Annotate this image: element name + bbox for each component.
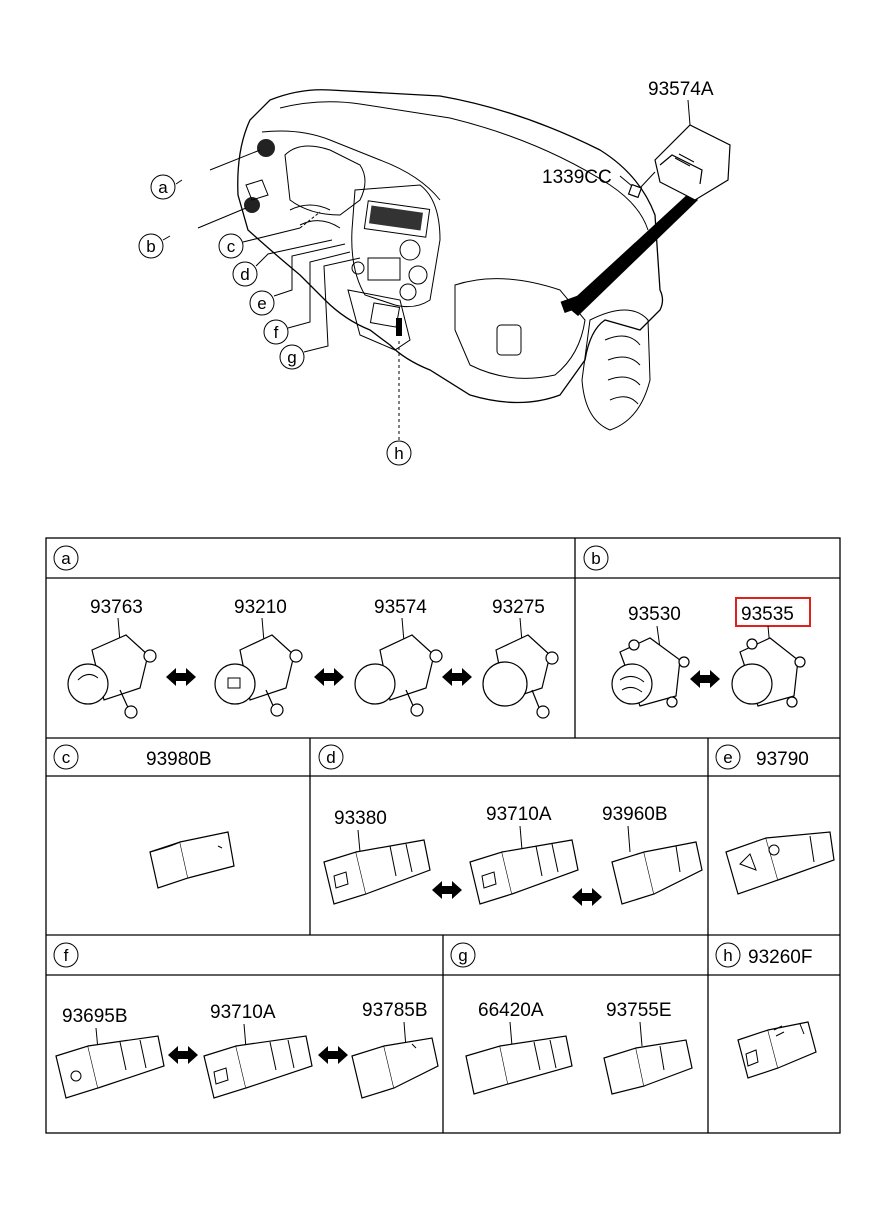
part-label-93710a: 93710A (486, 804, 552, 825)
switch-93275-drawing (482, 617, 559, 719)
section-f-letter: f (64, 946, 69, 965)
callout-h-label: h (394, 444, 403, 463)
callout-d: d (232, 239, 333, 287)
section-h-letter: h (723, 946, 732, 965)
interchange-arrow-icon (314, 668, 344, 686)
callout-a-label: a (158, 178, 168, 197)
dashboard-illustration (237, 89, 731, 431)
part-label-93535: 93535 (741, 604, 794, 625)
section-d-letter: d (326, 748, 335, 767)
section-a-letter: a (61, 549, 71, 568)
interchange-arrow-icon (432, 881, 462, 899)
section-c: c 93980B (53, 744, 235, 889)
callout-d-label: d (240, 265, 249, 284)
part-label-93275: 93275 (492, 597, 545, 618)
switch-93710a-drawing (469, 825, 579, 905)
section-b: b 93530 93535 (583, 545, 811, 708)
section-g: g 66420A 93755E (450, 942, 693, 1095)
section-e: e 93790 (715, 744, 835, 895)
switch-93755e-drawing (603, 1021, 693, 1095)
interchange-arrow-icon (168, 1046, 198, 1064)
switch-93980b-drawing (149, 831, 235, 889)
callout-g-label: g (287, 348, 296, 367)
interchange-arrow-icon (572, 888, 602, 906)
section-g-letter: g (458, 946, 467, 965)
callout-e: e (249, 243, 346, 316)
label-1339cc: 1339CC (542, 167, 612, 188)
part-label-93710a-f: 93710A (210, 1002, 276, 1023)
interchange-arrow-icon (318, 1046, 348, 1064)
part-label-93260f: 93260F (748, 947, 812, 968)
callout-g: g (279, 257, 361, 370)
switch-93785b-drawing (351, 1021, 439, 1099)
callout-h: h (386, 340, 412, 466)
switch-66420a-drawing (465, 1021, 573, 1095)
callout-c-label: c (227, 237, 236, 256)
callout-e-label: e (257, 294, 266, 313)
part-label-93210: 93210 (234, 597, 287, 618)
part-label-93960b: 93960B (602, 804, 668, 825)
section-h: h 93260F (715, 942, 817, 1079)
callout-c: c (218, 211, 321, 259)
part-label-93785b: 93785B (362, 1000, 428, 1021)
part-label-93530: 93530 (628, 604, 681, 625)
part-label-66420a: 66420A (478, 1000, 544, 1021)
parts-table-grid (45, 537, 841, 1134)
part-label-93755e: 93755E (606, 1000, 672, 1021)
switch-93530-drawing (611, 625, 690, 708)
label-93574a: 93574A (648, 79, 714, 100)
switch-93960b-drawing (611, 825, 703, 905)
section-a: a 93763 93210 93574 93275 (53, 545, 559, 719)
part-label-93980b: 93980B (146, 749, 212, 770)
switch-93695b-drawing (55, 1027, 165, 1099)
section-b-letter: b (591, 549, 600, 568)
interchange-arrow-icon (690, 670, 720, 688)
switch-93260f-drawing (737, 1021, 817, 1079)
part-label-93763: 93763 (90, 597, 143, 618)
interchange-arrow-icon (442, 668, 472, 686)
part-label-93695b: 93695B (62, 1006, 128, 1027)
part-label-93574: 93574 (374, 597, 427, 618)
switch-93710a-f-drawing (203, 1023, 313, 1099)
section-f: f 93695B 93710A 93785B (53, 942, 439, 1099)
callout-f: f (263, 251, 351, 345)
part-label-93380: 93380 (334, 808, 387, 829)
switch-93380-drawing (323, 829, 431, 905)
interchange-arrow-icon (166, 668, 196, 686)
callout-b-label: b (146, 237, 155, 256)
hazard-switch-93790-drawing (725, 831, 835, 895)
callout-b: b (138, 207, 247, 259)
section-c-letter: c (62, 748, 71, 767)
callout-a: a (150, 149, 261, 200)
switch-93535-drawing (731, 625, 806, 708)
section-d: d 93380 93710A 93960B (318, 744, 703, 906)
switch-93210-drawing (214, 617, 303, 717)
module-93574a-drawing (654, 124, 731, 201)
callout-f-label: f (274, 323, 279, 342)
switch-93574-drawing (354, 617, 443, 717)
part-label-93790: 93790 (756, 749, 809, 770)
switch-93763-drawing (67, 617, 157, 719)
section-e-letter: e (723, 748, 732, 767)
highlight-box (735, 597, 811, 627)
